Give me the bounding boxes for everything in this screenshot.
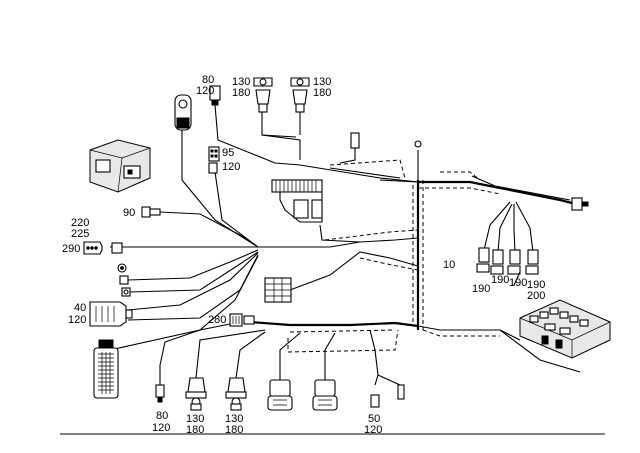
callout-80-bottom: 80 — [156, 410, 168, 422]
callout-120-bottom: 120 — [152, 422, 170, 434]
callout-130-top-a: 130 — [232, 76, 250, 88]
callout-40: 40 — [74, 302, 86, 314]
callout-290: 290 — [62, 243, 80, 255]
callout-280: 280 — [208, 314, 226, 326]
connector-90 — [141, 206, 161, 218]
harness-bottom-branch — [159, 320, 419, 386]
callout-120-left: 120 — [68, 314, 86, 326]
connector-130-180-bottom-b — [225, 377, 247, 411]
connector-80-120-bottom — [155, 384, 165, 403]
callout-190-c: 190 — [509, 277, 527, 289]
connector-40-120 — [89, 301, 133, 327]
harness-left-fan — [109, 130, 419, 351]
callout-50: 50 — [368, 413, 380, 425]
connector-130-180-top-b — [290, 77, 310, 113]
callout-95: 95 — [222, 147, 234, 159]
connector-group-190-200 — [476, 201, 539, 286]
callout-220: 220 — [71, 217, 89, 229]
callout-labels: 80 120 130 180 130 180 95 120 90 220 225… — [62, 74, 545, 436]
callout-130-bottom-a: 130 — [186, 413, 204, 425]
callout-190-a: 190 — [472, 283, 490, 295]
top-small-connector — [350, 132, 422, 149]
main-harness-trunk — [379, 150, 581, 373]
connector-80-top — [209, 85, 221, 106]
callout-180-bottom-b: 180 — [225, 424, 243, 436]
fuse-relay-box-right — [519, 299, 611, 359]
connector-50-120-bottom — [370, 384, 405, 408]
callout-180-bottom-a: 180 — [186, 424, 204, 436]
callout-120-relay: 120 — [222, 161, 240, 173]
connector-290 — [83, 241, 123, 255]
central-connector-block — [271, 179, 323, 223]
callout-190-b: 190 — [491, 274, 509, 286]
relay-95-120 — [208, 146, 220, 174]
large-connector-bottom-left — [93, 339, 119, 399]
callout-200: 200 — [527, 290, 545, 302]
connector-right-end — [571, 197, 589, 211]
callout-180-top-a: 180 — [232, 87, 250, 99]
callout-90: 90 — [123, 207, 135, 219]
callout-190-d: 190 — [527, 279, 545, 291]
connector-130-180-top-a — [253, 77, 273, 113]
sensor-cylinder — [174, 94, 192, 131]
callout-130-top-b: 130 — [313, 76, 331, 88]
connector-130-180-bottom-a — [185, 377, 207, 411]
control-module-box — [89, 139, 151, 193]
fuse-block-center — [264, 277, 292, 303]
multipin-connector-bottom-b — [312, 379, 338, 411]
callout-80-top: 80 — [202, 74, 214, 86]
connector-280 — [229, 313, 255, 327]
harness-top-branch — [214, 104, 571, 201]
callout-120-top: 120 — [196, 85, 214, 97]
eyelet-connectors — [117, 263, 131, 297]
callout-130-bottom-b: 130 — [225, 413, 243, 425]
callout-10: 10 — [443, 259, 455, 271]
callout-120-bottom-b: 120 — [364, 424, 382, 436]
callout-225: 225 — [71, 228, 89, 240]
multipin-connector-bottom-a — [267, 379, 293, 411]
callout-180-top-b: 180 — [313, 87, 331, 99]
